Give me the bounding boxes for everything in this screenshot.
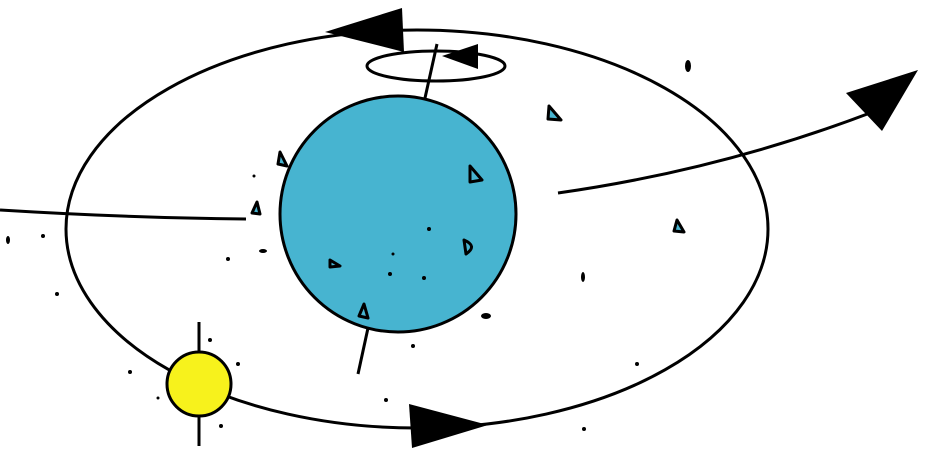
speck: [259, 249, 267, 253]
speck: [384, 398, 388, 402]
rotation-arrow-icon: [442, 44, 478, 69]
speck: [252, 174, 256, 178]
speck: [219, 424, 223, 428]
speck: [226, 257, 230, 261]
sun-icon: [165, 350, 233, 418]
speck: [427, 227, 431, 231]
speck: [6, 236, 10, 244]
droplet-icon: [357, 302, 370, 320]
speck: [128, 370, 132, 374]
speck: [582, 427, 586, 431]
droplet-group: [250, 104, 686, 320]
trajectory-in: [0, 208, 247, 221]
rotation-loop-icon: [365, 49, 507, 83]
speck: [388, 272, 392, 276]
trajectory-out: [557, 111, 871, 195]
debris-specks: [6, 60, 691, 431]
spin-axis-bottom: [356, 327, 370, 375]
spin-axis-top: [423, 43, 439, 99]
droplet-icon: [672, 218, 686, 234]
speck: [391, 252, 395, 256]
speck: [236, 362, 240, 366]
speck: [55, 292, 59, 296]
speck: [481, 313, 491, 319]
speck: [635, 362, 639, 366]
droplet-icon: [546, 104, 563, 122]
speck: [581, 272, 585, 282]
planet-sphere-icon: [278, 94, 518, 334]
speck: [156, 396, 160, 400]
speck: [41, 234, 45, 238]
droplet-icon: [250, 200, 262, 216]
droplet-icon: [328, 258, 342, 269]
orbit-arrow-top-icon: [325, 8, 404, 52]
droplet-icon: [276, 150, 289, 168]
speck: [411, 344, 415, 348]
orbit-arrow-bottom-icon: [409, 404, 488, 448]
speck: [208, 338, 212, 342]
droplet-icon: [462, 238, 473, 256]
droplet-icon: [468, 164, 484, 184]
speck: [422, 276, 426, 280]
speck: [685, 60, 691, 72]
trajectory-arrow-icon: [846, 70, 918, 131]
